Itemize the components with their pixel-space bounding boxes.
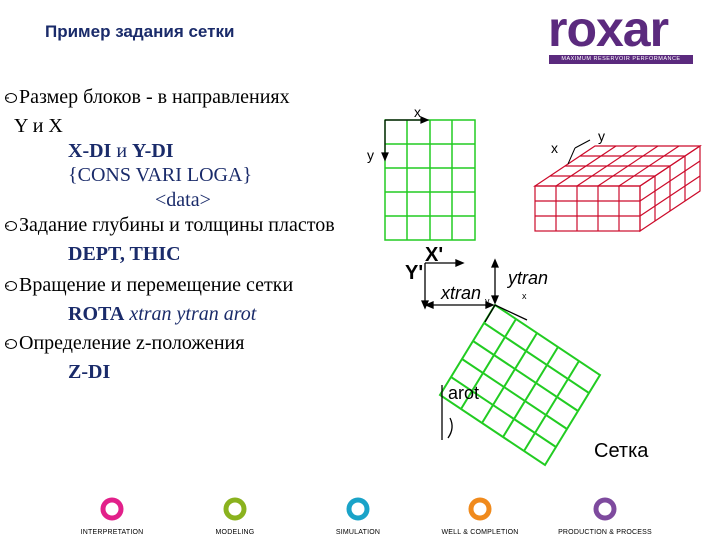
keyword-ydi: Y-DI: [132, 140, 174, 162]
box-y-label: y: [598, 128, 605, 144]
footer-label: INTERPRETATION: [80, 529, 144, 536]
bullet-text: Определение z-положения: [19, 332, 245, 354]
small-y-label: y: [485, 296, 490, 306]
bullet-block-size: Размер блоков - в направлениях: [4, 86, 290, 109]
keyword-zdi: Z-DI: [68, 361, 111, 383]
footer-item-simulation: SIMULATION: [303, 496, 413, 536]
conjunction: и: [116, 140, 128, 162]
rot-x-prime-label: X': [425, 244, 444, 266]
rota-args: xtran ytran arot: [129, 303, 257, 325]
bullet-text: Вращение и перемещение сетки: [19, 274, 294, 296]
footer-item-modeling: MODELING: [180, 496, 290, 536]
bullet-icon: [5, 281, 17, 291]
xtran-label: xtran: [441, 283, 482, 303]
rotated-axes: [421, 258, 528, 440]
logo-tagline: MAXIMUM RESERVOIR PERFORMANCE: [549, 55, 693, 64]
footer-label: SIMULATION: [335, 529, 381, 536]
arot-label: arot: [448, 383, 480, 403]
keyword-line-xdi: X-DI и Y-DI: [68, 140, 174, 163]
keyword-xdi: X-DI: [68, 140, 112, 162]
bullet-zpos: Определение z-положения: [4, 332, 244, 355]
cons-options: {CONS VARI LOGA}: [68, 164, 253, 186]
footer-label: WELL & COMPLETION: [441, 529, 519, 536]
grid-caption: Сетка: [594, 440, 649, 462]
bullet-text: Задание глубины и толщины пластов: [19, 214, 335, 236]
bullet-text: Размер блоков - в направлениях: [19, 86, 290, 108]
page-title: Пример задания сетки: [45, 22, 235, 41]
keyword-line-rota: ROTA xtran ytran arot: [68, 303, 256, 326]
3d-cell-box: [533, 144, 702, 233]
small-x-label: x: [522, 291, 527, 301]
box-axes: [567, 139, 591, 165]
logo-text: roxar: [548, 1, 669, 57]
rotated-grid: [438, 303, 602, 467]
production-process-icon: [593, 497, 617, 521]
keyword-rota: ROTA: [68, 303, 125, 325]
rot-y-prime-label: Y': [405, 262, 424, 284]
ytran-label: ytran: [508, 268, 549, 288]
keyword-dept: DEPT, THIC: [68, 243, 181, 265]
footer-label: PRODUCTION & PROCESS: [558, 529, 652, 536]
footer-item-well-completion: WELL & COMPLETION: [425, 496, 535, 536]
grid-x-label: x: [414, 104, 421, 120]
footer-item-production-process: PRODUCTION & PROCESS: [550, 496, 660, 536]
bullet-rotation: Вращение и перемещение сетки: [4, 274, 293, 297]
grid-y-label: y: [367, 147, 374, 163]
unrotated-axes: [381, 116, 430, 162]
data-placeholder: <data>: [155, 189, 211, 211]
well-completion-icon: [468, 497, 492, 521]
modeling-icon: [223, 497, 247, 521]
bullet-block-size-cont: Y и X: [14, 115, 63, 137]
bullet-icon: [5, 221, 17, 231]
bullet-icon: [5, 93, 17, 103]
footer-label: MODELING: [215, 529, 255, 536]
bullet-depth: Задание глубины и толщины пластов: [4, 214, 335, 237]
simulation-icon: [346, 497, 370, 521]
unrotated-grid: [384, 119, 476, 241]
bullet-icon: [5, 339, 17, 349]
interpretation-icon: [100, 497, 124, 521]
footer-item-interpretation: INTERPRETATION: [57, 496, 167, 536]
box-x-label: x: [551, 140, 558, 156]
